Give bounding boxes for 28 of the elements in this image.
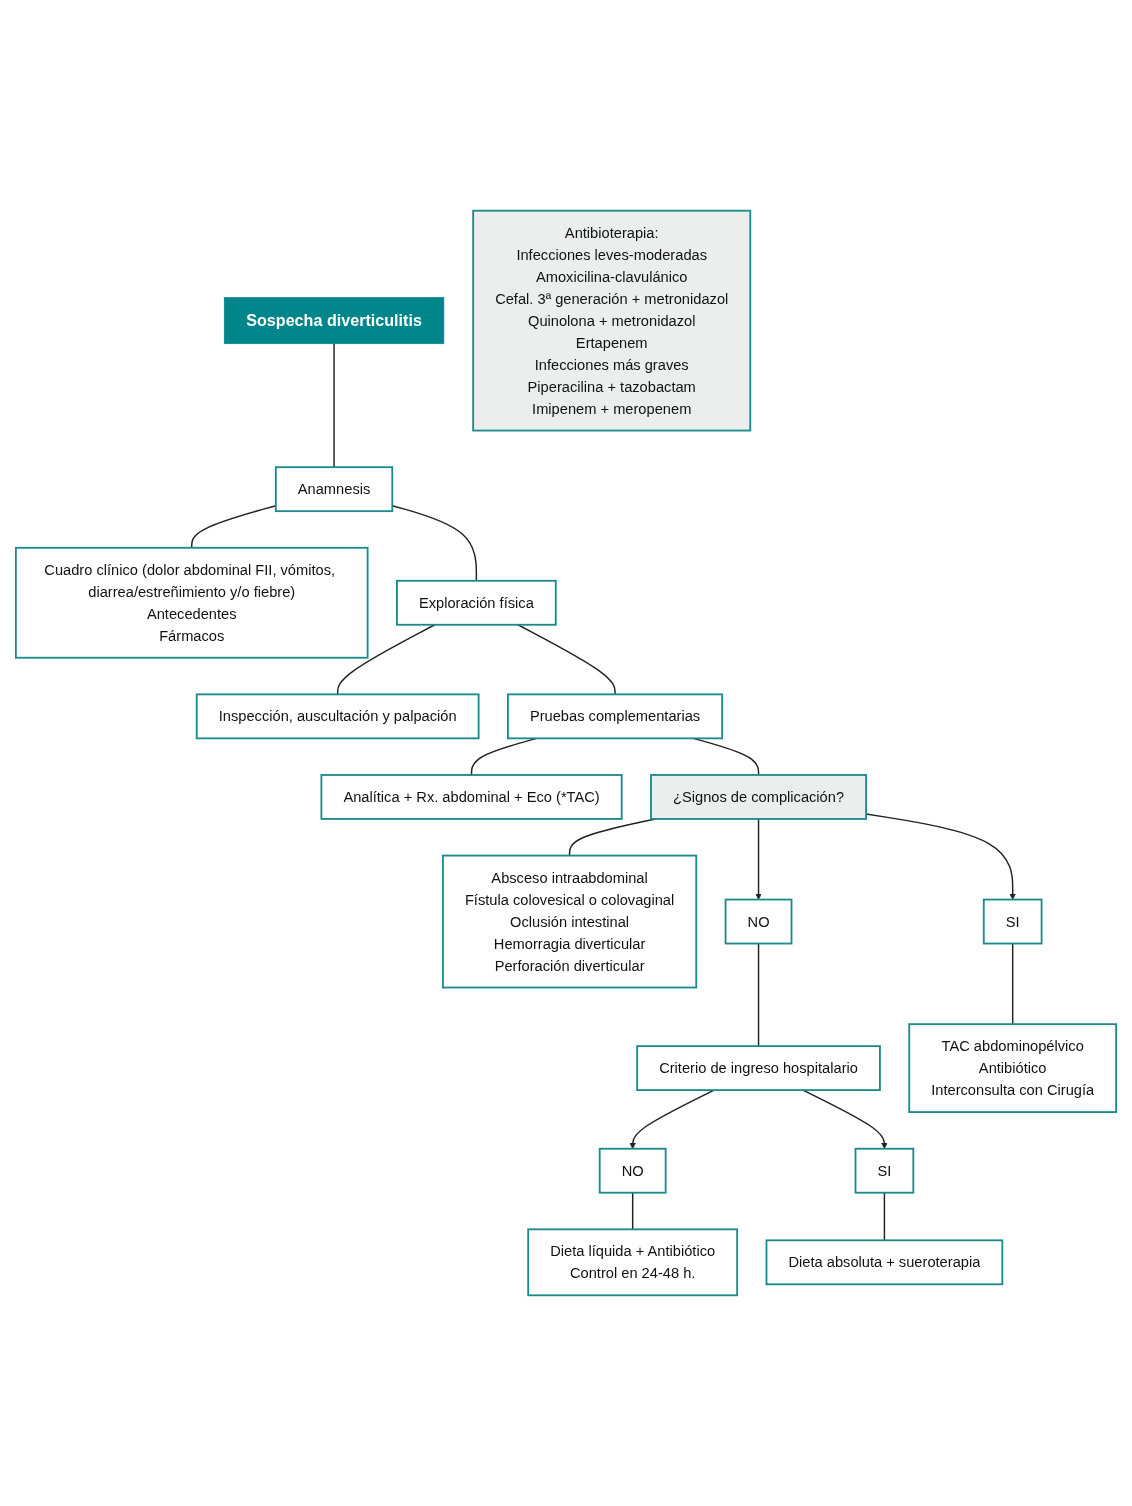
arrow (755, 818, 762, 900)
connector (883, 1191, 886, 1242)
arrow (629, 1089, 715, 1149)
node-box: Pruebas complementarias (507, 693, 724, 740)
node-box: NO (724, 898, 793, 945)
node-box: Sospecha diverticulitis (223, 297, 445, 345)
node-box: Criterio de ingreso hospitalario (636, 1045, 881, 1091)
node-box: TAC abdominopélvico Antibiótico Interconsulta con Cirugía (908, 1023, 1118, 1113)
node-box: Antibioterapia: Infecciones leves-moderadas Amoxicilina-clavulánico Cefal. 3ª generación + metronidazol Quinolona + metronidazol Ertapenem Infecciones más graves Piperacilina + tazobactam Imipenem + meropenem (472, 209, 752, 432)
node-box: SI (982, 898, 1043, 945)
node-box: NO (598, 1147, 667, 1194)
connector (1011, 942, 1014, 1025)
node-box: Absceso intraabdominal Fístula colovesical o colovaginal Oclusión intestinal Hemorragia diverticular Perforación diverticular (442, 854, 698, 989)
node-box: Anamnesis (274, 466, 394, 513)
connector (517, 624, 616, 696)
node-box: Analítica + Rx. abdominal + Eco (*TAC) (320, 774, 623, 820)
node-box: Cuadro clínico (dolor abdominal FII, vómitos, diarrea/estreñimiento y/o fiebre) Antecedentes Fármacos (14, 546, 369, 659)
node-box: Dieta líquida + Antibiótico Control en 24-48 h. (527, 1228, 739, 1297)
connector (333, 342, 335, 468)
connector (757, 942, 760, 1047)
node-box: Exploración física (396, 579, 557, 626)
node-box: ¿Signos de complicación? (650, 774, 867, 820)
node-box: Dieta absoluta + sueroterapia (765, 1239, 1004, 1286)
connector (336, 624, 436, 696)
node-box: Inspección, auscultación y palpación (195, 693, 480, 740)
arrow (802, 1089, 888, 1149)
node-box: SI (854, 1147, 915, 1194)
connector (631, 1191, 634, 1231)
